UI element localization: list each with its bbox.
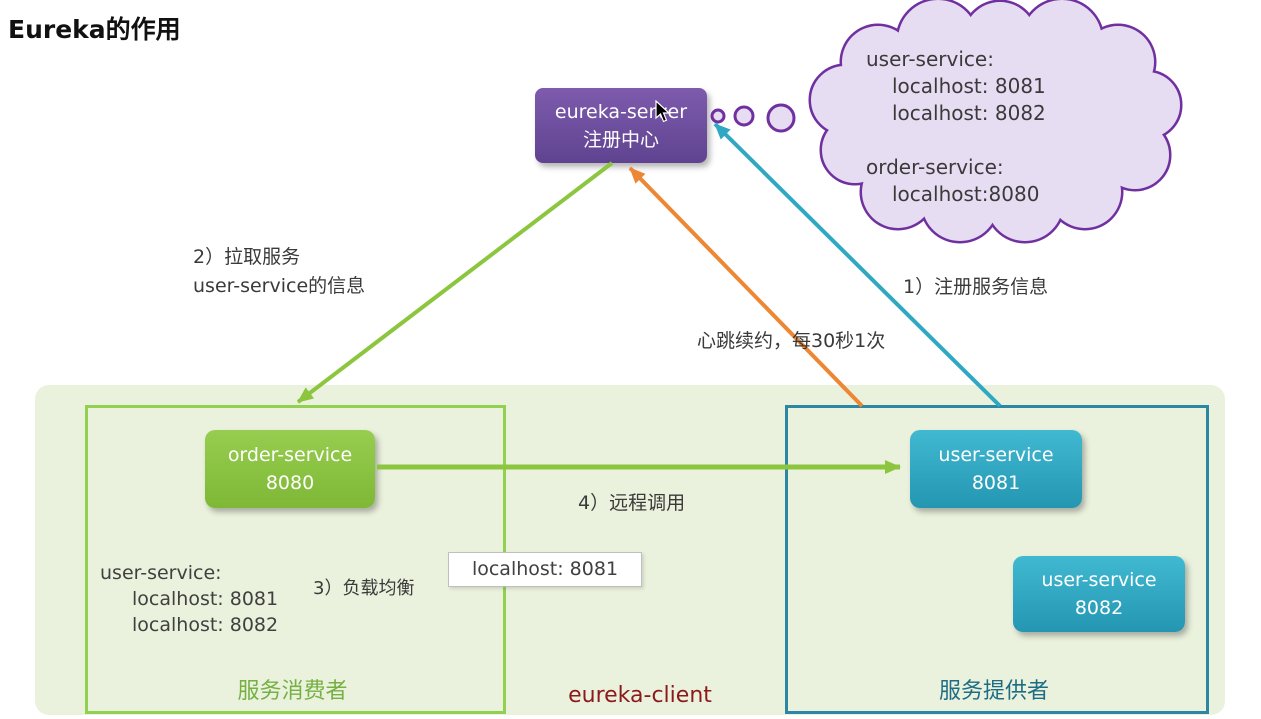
eureka-server-name: eureka-server	[554, 100, 688, 123]
eureka-server-subtitle: 注册中心	[582, 128, 659, 151]
consumer-registry-listing: user-service: localhost: 8081 localhost:…	[100, 560, 278, 638]
user-service-8082-name: user-service	[1041, 569, 1157, 591]
user-service-8082-node: user-service 8082	[1013, 556, 1185, 632]
cloud-line	[866, 127, 1046, 154]
load-balance-label: 3）负载均衡	[313, 578, 415, 599]
order-service-node: order-service 8080	[205, 430, 375, 508]
cloud-line: order-service:	[866, 155, 1004, 179]
arrow-heartbeat	[628, 166, 864, 408]
eureka-server-node: eureka-server 注册中心	[535, 88, 707, 163]
consumer-zone-label: 服务消费者	[237, 679, 348, 704]
cloud-line: user-service:	[866, 47, 994, 71]
cloud-line: localhost: 8082	[892, 101, 1046, 125]
cloud-line: localhost: 8081	[892, 74, 1046, 98]
selected-instance-callout: localhost: 8081	[448, 552, 642, 587]
registry-line: localhost: 8081	[132, 588, 279, 610]
registry-line: user-service:	[100, 562, 222, 584]
page-title: Eureka的作用	[8, 15, 181, 44]
user-service-8082-port: 8082	[1074, 597, 1124, 619]
pull-service-label: 2）拉取服务 user-service的信息	[193, 243, 365, 301]
provider-zone-label: 服务提供者	[938, 679, 1049, 704]
registry-line: localhost: 8082	[132, 614, 279, 636]
user-service-8081-name: user-service	[938, 444, 1054, 466]
pull-service-label-line2: user-service的信息	[193, 275, 366, 297]
user-service-8081-node: user-service 8081	[910, 430, 1082, 508]
order-service-name: order-service	[227, 444, 353, 466]
eureka-client-label: eureka-client	[568, 683, 712, 708]
thought-bubble-trail	[710, 103, 796, 133]
pull-service-label-line1: 2）拉取服务	[193, 246, 301, 268]
register-service-label: 1）注册服务信息	[903, 276, 1049, 298]
mouse-cursor-icon	[655, 100, 671, 123]
registry-cloud-content: user-service: localhost: 8081 localhost:…	[866, 46, 1046, 208]
heartbeat-label: 心跳续约，每30秒1次	[697, 330, 886, 352]
cloud-line: localhost:8080	[892, 182, 1040, 206]
remote-call-label: 4）远程调用	[578, 492, 686, 514]
order-service-port: 8080	[265, 472, 315, 494]
user-service-8081-port: 8081	[971, 472, 1021, 494]
